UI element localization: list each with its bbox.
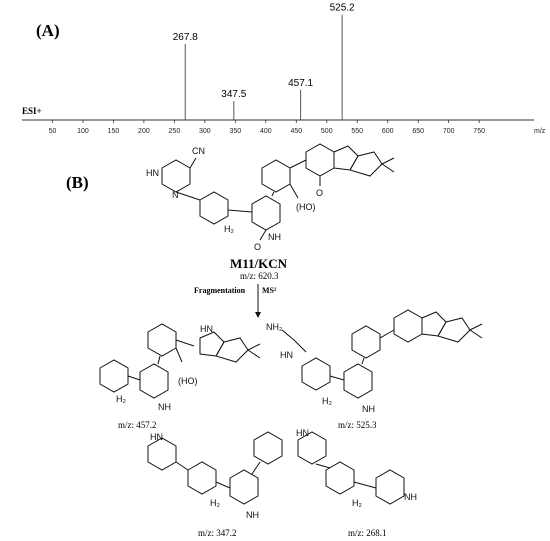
fragment-525-mz: m/z: 525.3 [338,420,377,430]
pyrazinone-ring [305,143,335,177]
x-tick-label: 600 [382,128,394,135]
piperazine-ring [161,159,191,193]
x-tick-label: 450 [290,128,302,135]
frag457-oh: (HO) [178,376,198,386]
x-tick-label: 650 [412,128,424,135]
peak-label: 457.1 [288,78,313,89]
x-tick-label: 700 [443,128,455,135]
x-axis-ticks: 50 100 150 200 250 300 350 400 450 500 550 600 650 70… [49,120,485,135]
x-axis-unit: m/z [534,128,546,135]
pyridine-ring [261,159,291,193]
parent-structure [161,143,395,241]
peak-label: 267.8 [173,32,198,43]
x-tick-label: 350 [229,128,241,135]
pyrrole-ring [333,145,359,171]
x-tick-label: 150 [108,128,120,135]
parent-carbonyl-o: O [254,242,261,252]
bond [227,209,253,213]
parent-carbonyl-o2: O [316,188,323,198]
x-tick-label: 400 [260,128,272,135]
cyclopentane-ring [349,151,383,177]
parent-n1: N [172,190,179,200]
bond [259,229,267,241]
bond [175,191,201,201]
spectrum-peaks: 267.8 347.5 457.1 525.2 [173,3,355,120]
x-tick-label: 300 [199,128,211,135]
x-tick-label: 50 [49,128,57,135]
panel-b-label: (B) [66,173,89,192]
frag457-h2: H₂ [116,394,126,404]
bond [271,191,275,197]
fragment-525-structure [281,309,483,399]
pyridone-ring [251,195,281,231]
frag525-h2: H₂ [322,396,332,406]
mass-spectrum: 50 100 150 200 250 300 350 400 450 500 550 600 650 70… [22,3,546,135]
parent-amine: H₂ [224,224,234,234]
ionization-label: ESI+ [22,106,42,116]
fragment-268-mz: m/z: 268.1 [348,528,387,538]
frag525-nh2: NH₂ [266,322,283,332]
fragmentation-arrow [255,284,261,318]
bond [381,163,395,173]
frag347-h2: H₂ [210,498,220,508]
fragment-347-mz: m/z: 347.2 [198,528,237,538]
frag457-nh: NH [158,402,171,412]
fragment-268-structure [297,431,405,505]
arrow-right-label: MS² [262,286,277,295]
bond [189,157,197,169]
x-tick-label: 100 [77,128,89,135]
parent-name: M11/KCN [230,256,288,271]
x-tick-label: 200 [138,128,150,135]
fragment-457-mz: m/z: 457.2 [118,420,157,430]
parent-mz: m/z: 620.3 [240,271,279,281]
frag268-h2: H₂ [352,498,362,508]
bond [289,159,307,169]
frag268-hn: HN [296,428,309,438]
piperazine-nh: HN [146,168,159,178]
parent-pyridone-nh: NH [268,232,281,242]
fragment-457-structure [99,323,261,399]
x-tick-label: 500 [321,128,333,135]
frag347-nh: NH [246,510,259,520]
parent-hydroxyl: (HO) [296,202,316,212]
frag457-hn: HN [200,324,213,334]
peak-label: 347.5 [221,89,246,100]
frag525-hn: HN [280,350,293,360]
pyridinium-ring [199,191,229,225]
frag268-nh: NH [404,492,417,502]
frag347-hn: HN [150,432,163,442]
peak-label: 525.2 [330,3,355,14]
x-tick-label: 750 [473,128,485,135]
x-tick-label: 550 [351,128,363,135]
nitrile-label: CN [192,146,205,156]
arrow-left-label: Fragmentation [194,286,246,295]
frag525-nh: NH [362,404,375,414]
bond [381,157,395,165]
panel-a-label: (A) [36,21,60,40]
fragment-347-structure [147,431,283,505]
bond [289,183,299,199]
x-tick-label: 250 [169,128,181,135]
